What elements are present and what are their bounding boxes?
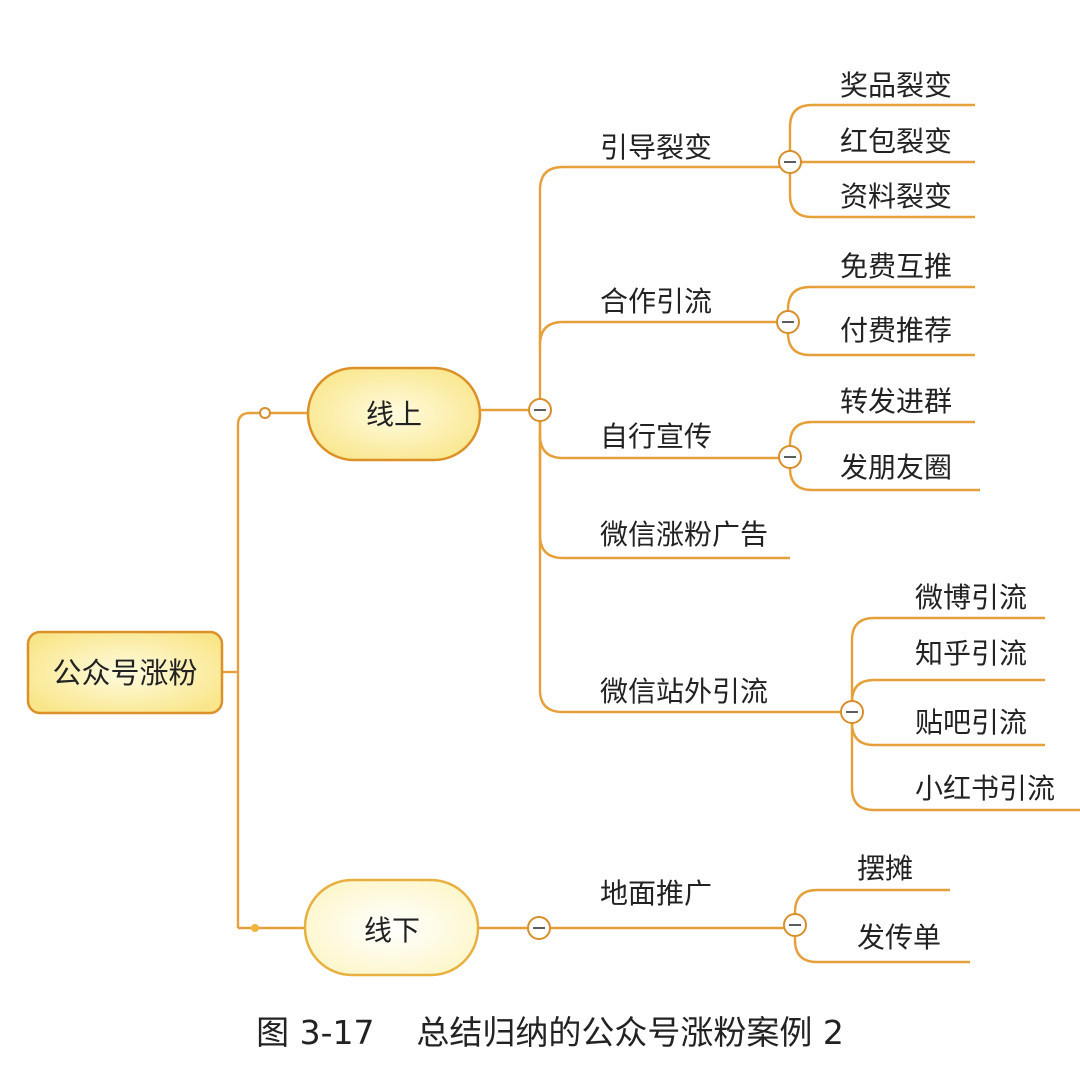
leaf-label: 转发进群 [840,385,952,418]
branch-line [538,165,790,410]
leaf-line [850,712,1080,812]
leaf-line [788,103,975,162]
root-node[interactable] [26,630,224,715]
leaf-label: 奖品裂变 [840,69,952,102]
branch-label: 微信涨粉广告 [600,518,768,551]
leaf-line [850,616,1045,712]
branch-line [538,320,788,346]
collapse-icon[interactable] [840,700,864,724]
leaf-label: 小红书引流 [915,772,1055,805]
branch-label: 合作引流 [600,285,712,318]
leaf-label: 发传单 [857,921,941,954]
leaf-line [788,162,975,219]
leaf-label: 贴吧引流 [915,706,1027,739]
leaf-label: 付费推荐 [840,314,952,347]
leaf-line [793,888,950,925]
leaf-label: 免费互推 [840,250,952,283]
offline-joint-dot [251,924,259,932]
branch-label: 自行宣传 [600,420,712,453]
leaf-label: 红包裂变 [840,125,952,158]
online-joint-dot [259,407,271,419]
branch-line [538,410,852,714]
branch-label: 引导裂变 [600,131,712,164]
leaf-label: 摆摊 [857,852,913,885]
offline-label: 线下 [364,914,420,947]
collapse-icon[interactable] [776,310,800,334]
collapse-icon[interactable] [783,913,807,937]
leaf-line [793,925,970,964]
leaf-label: 知乎引流 [915,637,1027,670]
branch-label: 地面推广 [600,877,712,910]
collapse-icon[interactable] [528,398,552,422]
online-node[interactable] [306,366,482,462]
root-label: 公众号涨粉 [52,656,197,690]
figure-caption: 图 3-17 总结归纳的公众号涨粉案例 2 [256,1013,844,1052]
collapse-icon[interactable] [778,150,802,174]
branch-label: 微信站外引流 [600,675,768,708]
trunk-line [236,411,308,928]
leaf-label: 资料裂变 [840,180,952,213]
leaf-line [788,420,975,457]
online-label: 线上 [366,398,422,431]
leaf-label: 发朋友圈 [840,451,952,484]
leaf-label: 微博引流 [915,581,1027,614]
collapse-icon[interactable] [778,445,802,469]
leaf-line [786,285,975,322]
collapse-icon[interactable] [527,916,551,940]
